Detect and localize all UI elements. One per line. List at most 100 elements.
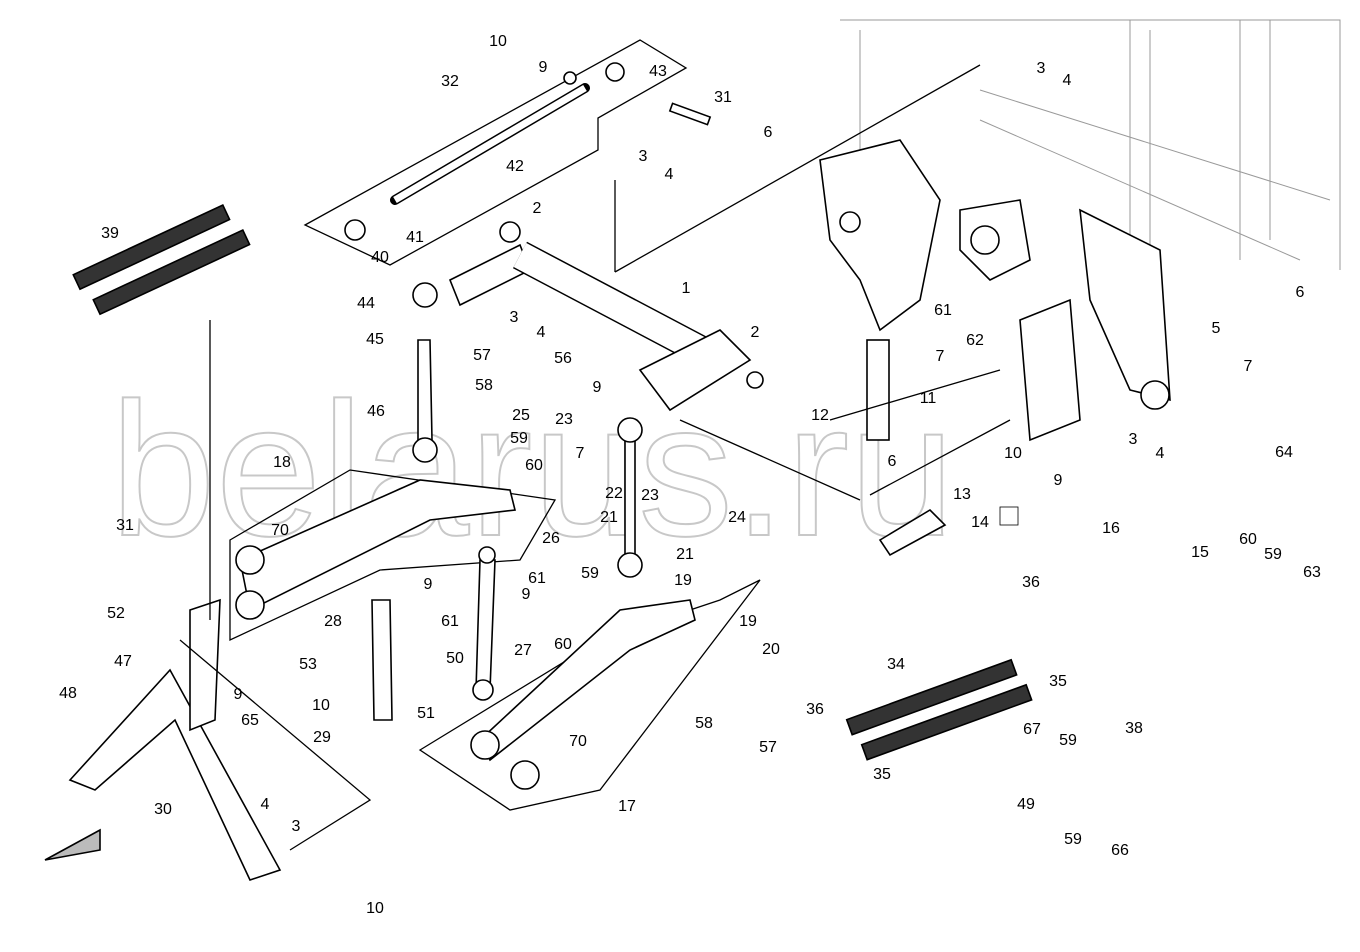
- lift-rods: [371, 282, 643, 721]
- callout-1: 1: [682, 280, 691, 297]
- callout-57: 57: [759, 739, 777, 756]
- callout-4: 4: [537, 324, 546, 341]
- callout-59: 59: [510, 430, 528, 447]
- callout-36: 36: [806, 701, 824, 718]
- lower-links: [229, 469, 761, 811]
- callout-64: 64: [1275, 444, 1293, 461]
- callout-40: 40: [371, 249, 389, 266]
- callout-26: 26: [542, 530, 560, 547]
- callout-53: 53: [299, 656, 317, 673]
- callout-11: 11: [920, 390, 937, 407]
- callout-7: 7: [576, 445, 585, 462]
- callout-9: 9: [593, 379, 602, 396]
- callout-48: 48: [59, 685, 77, 702]
- callout-22: 22: [605, 485, 623, 502]
- callout-63: 63: [1303, 564, 1321, 581]
- callout-35: 35: [873, 766, 891, 783]
- callout-9: 9: [539, 59, 548, 76]
- callout-4: 4: [1156, 445, 1165, 462]
- callout-59: 59: [1059, 732, 1077, 749]
- callout-16: 16: [1102, 520, 1120, 537]
- callout-59: 59: [581, 565, 599, 582]
- callout-47: 47: [114, 653, 132, 670]
- callout-57: 57: [473, 347, 491, 364]
- callout-3: 3: [292, 818, 301, 835]
- callout-10: 10: [489, 33, 507, 50]
- callout-36: 36: [1022, 574, 1040, 591]
- callout-3: 3: [639, 148, 648, 165]
- callout-66: 66: [1111, 842, 1129, 859]
- callout-9: 9: [424, 576, 433, 593]
- callout-27: 27: [514, 642, 532, 659]
- callout-17: 17: [618, 798, 636, 815]
- callout-2: 2: [751, 324, 760, 341]
- springs: [72, 203, 1033, 761]
- callout-52: 52: [107, 605, 125, 622]
- callout-18: 18: [273, 454, 291, 471]
- callout-7: 7: [1244, 358, 1253, 375]
- callout-6: 6: [888, 453, 897, 470]
- callout-29: 29: [313, 729, 331, 746]
- callout-5: 5: [1212, 320, 1221, 337]
- callout-13: 13: [953, 486, 971, 503]
- callout-15: 15: [1191, 544, 1209, 561]
- callout-4: 4: [261, 796, 270, 813]
- callout-56: 56: [554, 350, 572, 367]
- callout-61: 61: [528, 570, 546, 587]
- callout-61: 61: [934, 302, 952, 319]
- callout-10: 10: [312, 697, 330, 714]
- callout-2: 2: [533, 200, 542, 217]
- callout-60: 60: [525, 457, 543, 474]
- callout-25: 25: [512, 407, 530, 424]
- callout-50: 50: [446, 650, 464, 667]
- callout-42: 42: [506, 158, 524, 175]
- callout-60: 60: [1239, 531, 1257, 548]
- callout-23: 23: [555, 411, 573, 428]
- top-link-group: [303, 39, 712, 266]
- callout-59: 59: [1264, 546, 1282, 563]
- callout-20: 20: [762, 641, 780, 658]
- callout-9: 9: [1054, 472, 1063, 489]
- callout-38: 38: [1125, 720, 1143, 737]
- callout-3: 3: [510, 309, 519, 326]
- tractor-frame: [819, 19, 1341, 442]
- callout-46: 46: [367, 403, 385, 420]
- callout-28: 28: [324, 613, 342, 630]
- callout-6: 6: [1296, 284, 1305, 301]
- callout-65: 65: [241, 712, 259, 729]
- callout-32: 32: [441, 73, 459, 90]
- callout-4: 4: [665, 166, 674, 183]
- callout-61: 61: [441, 613, 459, 630]
- callout-19: 19: [674, 572, 692, 589]
- callout-31: 31: [714, 89, 732, 106]
- callout-41: 41: [406, 229, 424, 246]
- callout-12: 12: [811, 407, 829, 424]
- callout-4: 4: [1063, 72, 1072, 89]
- callout-3: 3: [1037, 60, 1046, 77]
- callout-23: 23: [641, 487, 659, 504]
- callout-14: 14: [971, 514, 989, 531]
- callout-35: 35: [1049, 673, 1067, 690]
- callout-62: 62: [966, 332, 984, 349]
- callout-67: 67: [1023, 721, 1041, 738]
- callout-49: 49: [1017, 796, 1035, 813]
- callout-59: 59: [1064, 831, 1082, 848]
- callout-9: 9: [234, 686, 243, 703]
- callout-58: 58: [475, 377, 493, 394]
- callout-6: 6: [764, 124, 773, 141]
- callout-39: 39: [101, 225, 119, 242]
- callout-34: 34: [887, 656, 905, 673]
- cross-shaft: [448, 221, 764, 412]
- a-frame: [44, 598, 372, 881]
- callout-58: 58: [695, 715, 713, 732]
- callout-24: 24: [728, 509, 746, 526]
- callout-51: 51: [417, 705, 435, 722]
- callout-7: 7: [936, 348, 945, 365]
- callout-43: 43: [649, 63, 667, 80]
- callout-70: 70: [271, 522, 289, 539]
- callout-21: 21: [676, 546, 694, 563]
- callout-45: 45: [366, 331, 384, 348]
- callout-19: 19: [739, 613, 757, 630]
- callout-9: 9: [522, 586, 531, 603]
